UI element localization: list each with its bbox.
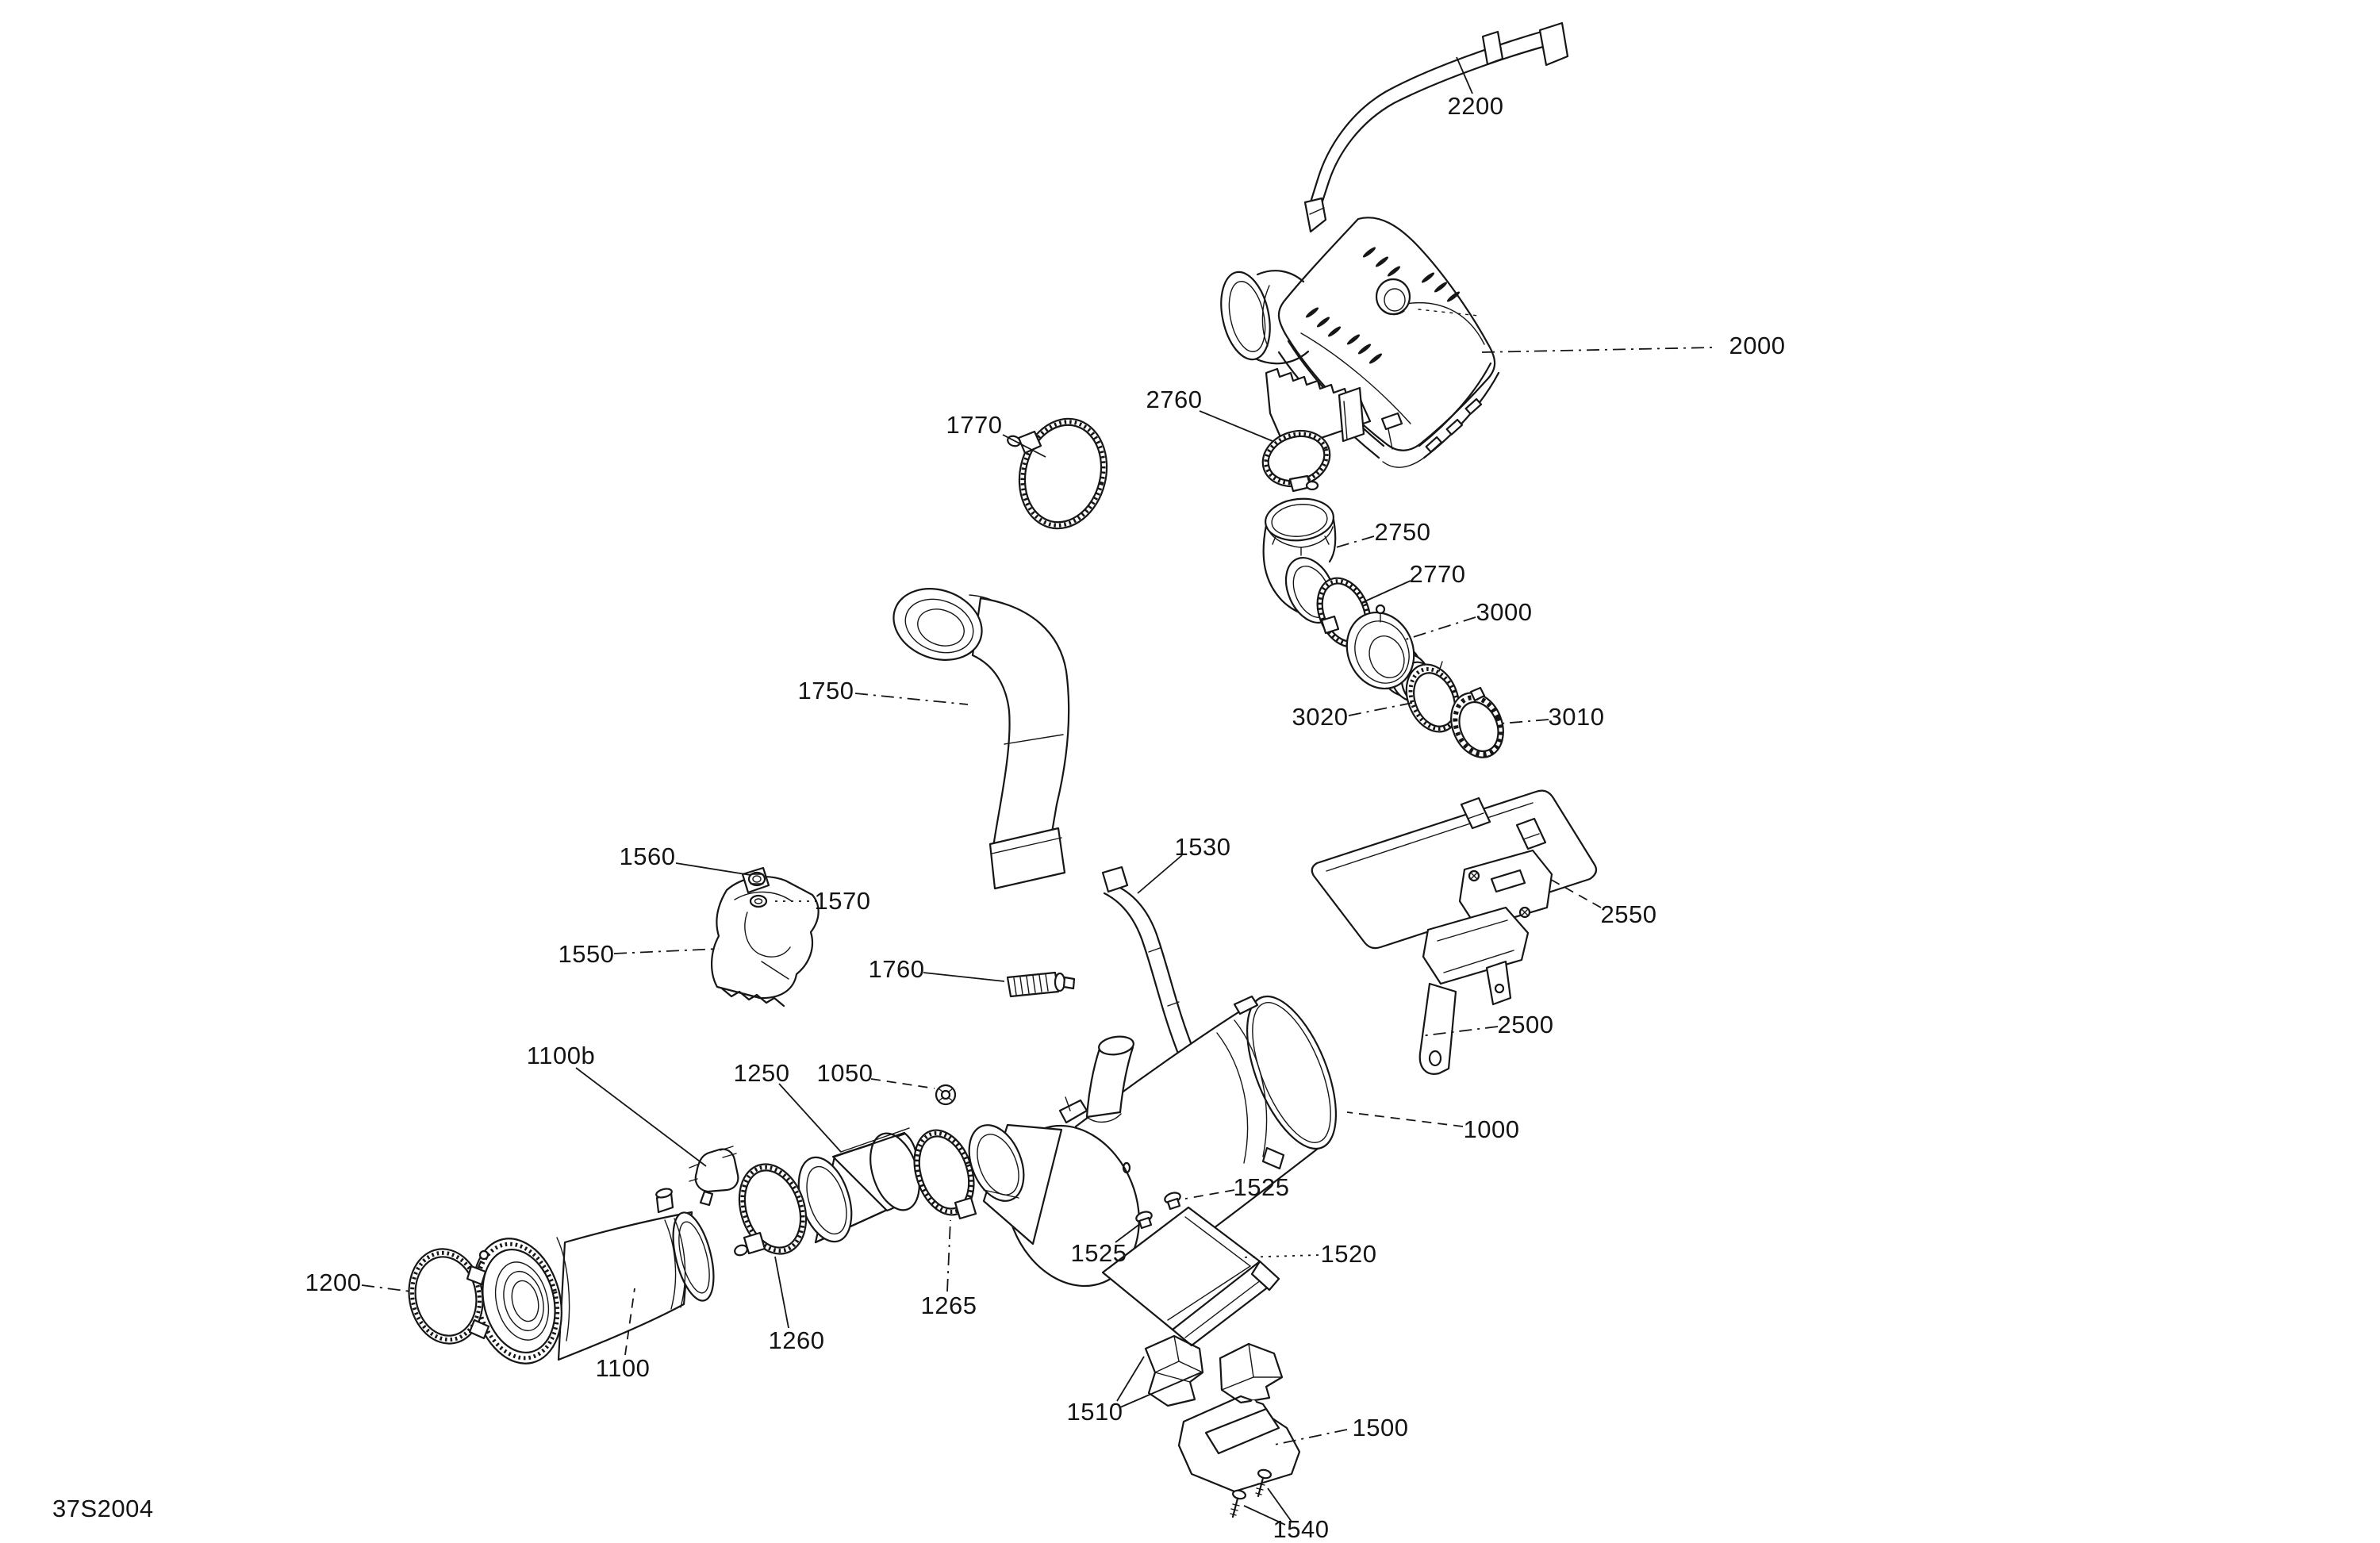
- gasket-ring-3020: [1397, 657, 1468, 740]
- shield-latch-bracket: [1460, 850, 1552, 928]
- callout-1510: 1510: [1066, 1398, 1123, 1426]
- drain-fitting-1100b: [689, 1146, 738, 1205]
- callout-1100: 1100: [595, 1354, 651, 1382]
- callout-1525-upper: 1525: [1233, 1173, 1290, 1201]
- muffler-support-1500: [1179, 1396, 1299, 1491]
- muffler-hanger-brackets-1510: [1146, 1336, 1282, 1406]
- airbox-vent-slots: [1305, 247, 1461, 364]
- callout-1770: 1770: [946, 411, 1003, 439]
- hose-clamp-1260: [728, 1155, 817, 1262]
- callout-1520: 1520: [1320, 1240, 1377, 1268]
- grommet-1050: [936, 1085, 955, 1104]
- callout-1525-lower: 1525: [1070, 1239, 1127, 1267]
- washer-1570: [750, 896, 766, 907]
- callout-3000: 3000: [1476, 598, 1533, 626]
- callout-2200: 2200: [1447, 92, 1504, 120]
- callout-1265: 1265: [920, 1292, 977, 1319]
- v-band-clamp-1200: [401, 1243, 489, 1349]
- callout-1500: 1500: [1352, 1414, 1409, 1441]
- callout-1250: 1250: [733, 1059, 790, 1087]
- callout-3010: 3010: [1548, 703, 1605, 731]
- lock-ring-3010: [1442, 685, 1513, 765]
- callout-1260: 1260: [768, 1326, 825, 1354]
- callout-1560: 1560: [619, 843, 676, 870]
- callout-1100b: 1100b: [526, 1042, 596, 1069]
- callout-2550: 2550: [1600, 900, 1657, 928]
- callout-1550: 1550: [558, 940, 615, 968]
- callout-1540: 1540: [1273, 1515, 1330, 1543]
- inlet-pipe-1100: [460, 1188, 721, 1373]
- hose-clamp-2760: [1256, 422, 1338, 494]
- intake-duct-1750: [884, 577, 1069, 889]
- hose-clamp-1265: [904, 1123, 985, 1223]
- drawing-code: 37S2004: [52, 1495, 154, 1522]
- muffler-1000: [959, 985, 1354, 1306]
- support-bracket-2500: [1420, 908, 1528, 1074]
- airbox-2000: [1214, 217, 1499, 467]
- callout-2000: 2000: [1729, 332, 1786, 359]
- retaining-strap-2200: [1305, 23, 1568, 232]
- lower-heat-shield-1520: [1103, 1207, 1279, 1345]
- callout-1750: 1750: [797, 677, 854, 704]
- coupling-sleeve-1250: [789, 1127, 928, 1249]
- callout-2500: 2500: [1497, 1011, 1554, 1038]
- callout-3020: 3020: [1292, 703, 1349, 731]
- screws-1525: [1135, 1191, 1182, 1228]
- callout-1530: 1530: [1174, 833, 1231, 861]
- leader-lines: [362, 57, 1714, 1525]
- nut-1560: [749, 873, 765, 885]
- callout-1200: 1200: [305, 1269, 362, 1296]
- callout-1050: 1050: [816, 1059, 873, 1087]
- heat-shield-2550: [1312, 791, 1596, 949]
- callout-1570: 1570: [814, 887, 871, 915]
- support-bracket-1550: [712, 868, 819, 1006]
- screws-1540: [1230, 1468, 1272, 1517]
- fastener-1760: [1008, 973, 1074, 996]
- callout-2750: 2750: [1374, 518, 1431, 546]
- callout-1000: 1000: [1463, 1115, 1520, 1143]
- callout-2770: 2770: [1409, 560, 1466, 588]
- hose-clamp-1770: [1006, 409, 1118, 538]
- callout-1760: 1760: [868, 955, 925, 983]
- callout-2760: 2760: [1146, 386, 1203, 413]
